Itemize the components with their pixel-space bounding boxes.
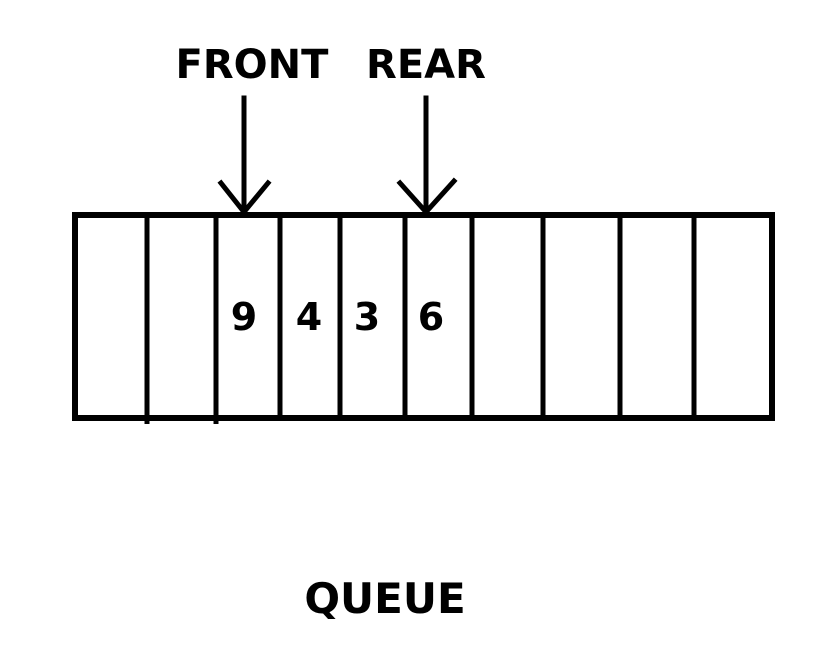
front-label: FRONT [176, 42, 330, 88]
queue-cell-value: 3 [354, 295, 380, 339]
queue-cell-value: 6 [418, 295, 444, 339]
rear-label: REAR [366, 42, 486, 88]
queue-outline [72, 212, 775, 421]
queue-cell-value: 9 [231, 295, 257, 339]
rear-arrow [396, 95, 458, 216]
queue-cell-value: 4 [296, 295, 322, 339]
front-arrow [217, 95, 272, 216]
diagram-caption: QUEUE [304, 574, 465, 623]
queue-array: 9 4 3 6 [72, 212, 775, 424]
